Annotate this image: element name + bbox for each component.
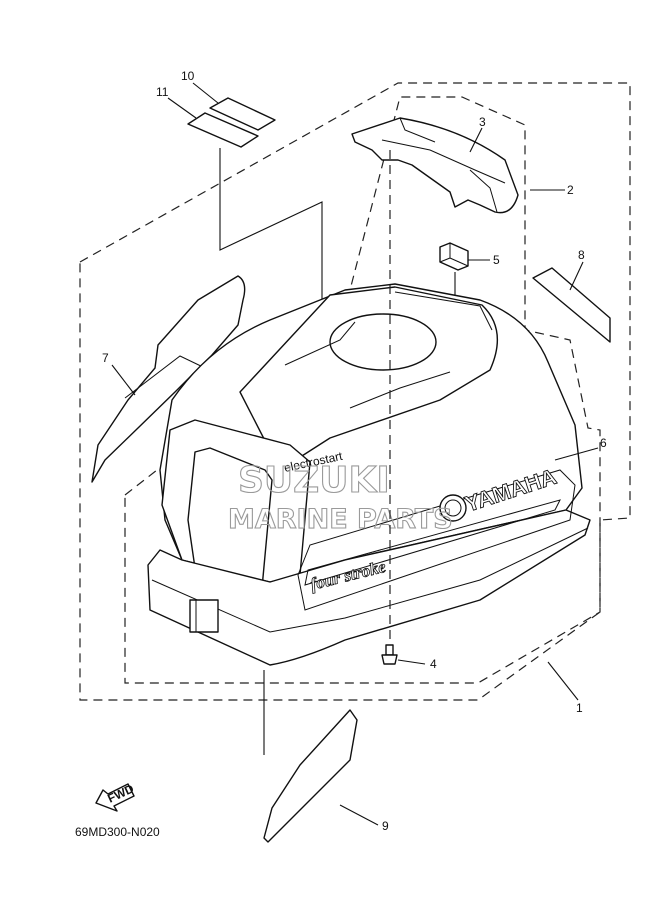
callout-5: 5 xyxy=(493,253,500,267)
callout-9: 9 xyxy=(382,819,389,833)
callout-7: 7 xyxy=(102,351,109,365)
leader-6 xyxy=(554,447,599,461)
leader-7 xyxy=(111,364,136,396)
watermark-line-2: MARINE PARTS xyxy=(228,504,453,535)
callout-3: 3 xyxy=(479,115,486,129)
part-4-screw xyxy=(381,644,398,665)
callout-11: 11 xyxy=(156,85,169,99)
callout-1: 1 xyxy=(576,701,583,715)
leader-4 xyxy=(397,659,426,665)
callout-8: 8 xyxy=(578,248,585,262)
callout-10: 10 xyxy=(181,69,195,83)
part-3-top-cover xyxy=(351,117,519,214)
part-10-label-plate xyxy=(209,97,276,131)
part-8-decal xyxy=(532,267,611,343)
part-9-decal xyxy=(263,709,358,843)
leader-8 xyxy=(569,261,584,291)
part-5-clip xyxy=(439,242,469,271)
fwd-arrow-icon: FWD xyxy=(95,781,136,812)
callout-4: 4 xyxy=(430,657,437,671)
drawing-code: 69MD300-N020 xyxy=(75,825,160,839)
part-1-top-cowling xyxy=(147,283,591,666)
leader-9 xyxy=(339,804,379,826)
leader-10 xyxy=(192,82,219,104)
assembly-boundary-outer xyxy=(79,82,631,701)
subassembly-boundary-inner xyxy=(124,96,601,684)
leader-11 xyxy=(167,97,197,119)
leader-11-10-down xyxy=(219,148,323,388)
callout-2: 2 xyxy=(567,183,574,197)
part-11-label-plate xyxy=(187,112,259,148)
watermark-line-1: SUZUKI xyxy=(238,460,390,501)
leader-3 xyxy=(469,127,483,153)
leader-1 xyxy=(547,661,579,701)
callout-6: 6 xyxy=(600,436,607,450)
